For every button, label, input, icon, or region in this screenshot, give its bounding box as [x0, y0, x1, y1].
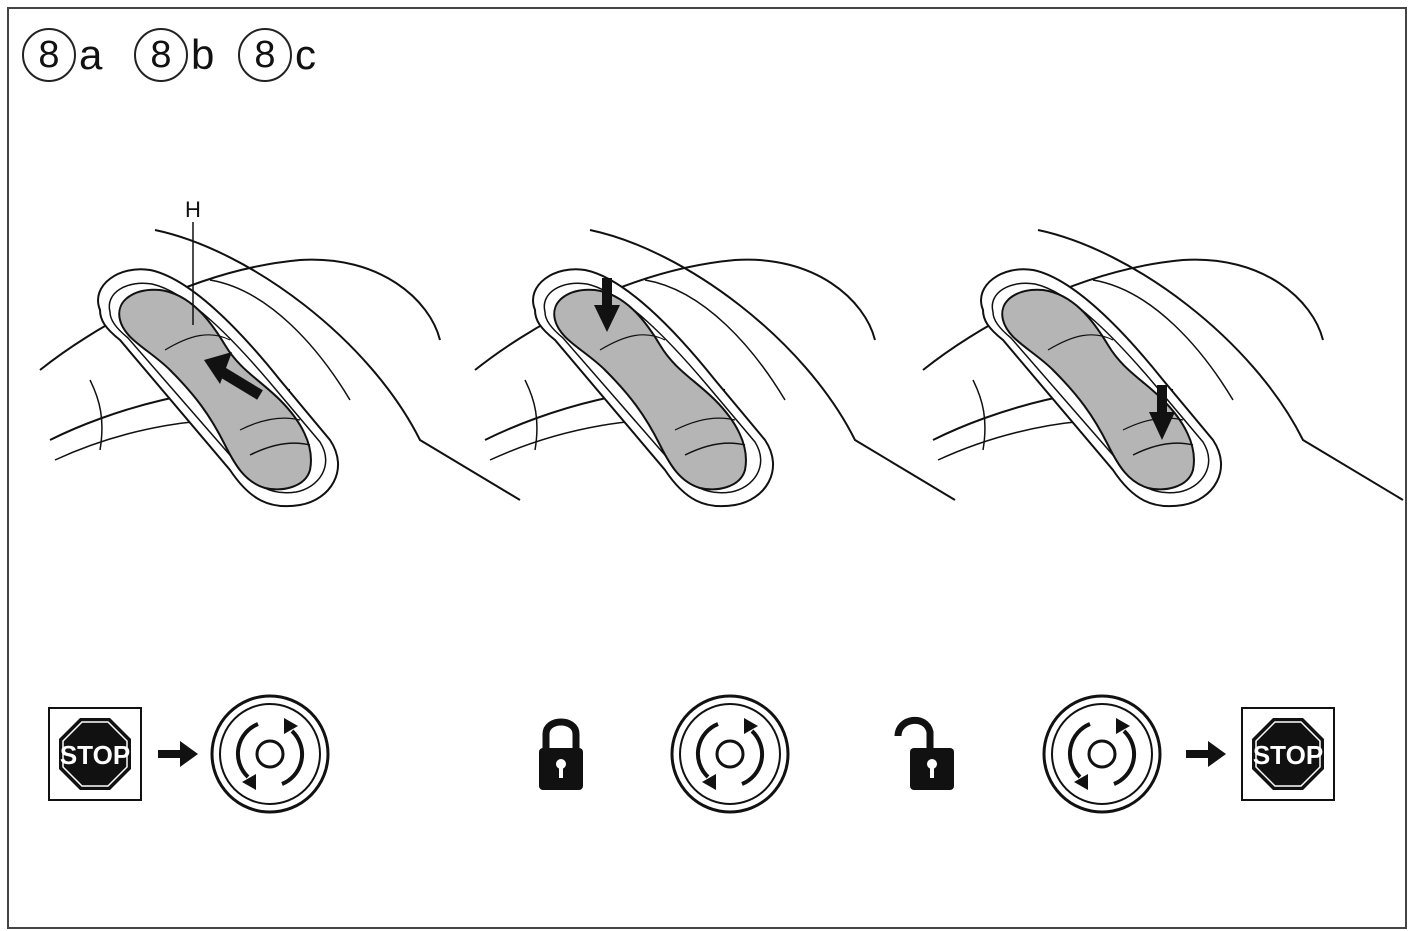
step-number-circle: 8	[134, 28, 188, 82]
lever-illustration-8b	[474, 229, 956, 508]
arrow-right-icon	[158, 741, 198, 767]
step-label-8a: 8 a	[22, 26, 102, 84]
push-arrow-icon	[204, 352, 263, 400]
step-letter: a	[79, 31, 103, 78]
step-letter: c	[295, 31, 316, 78]
callout-h: H	[185, 197, 201, 325]
stop-sign-icon: STOP	[1241, 707, 1335, 801]
callout-label: H	[185, 197, 201, 222]
down-arrow-icon	[594, 278, 620, 332]
lever-illustration-8a	[39, 229, 521, 508]
step-label-8c: 8 c	[238, 26, 316, 84]
step-number-circle: 8	[238, 28, 292, 82]
lever-illustration-8c	[922, 229, 1404, 508]
down-arrow-icon	[1149, 385, 1175, 440]
arrow-right-icon	[1186, 741, 1226, 767]
diagram-frame	[7, 7, 1407, 929]
step-number-circle: 8	[22, 28, 76, 82]
padlock-unlocked-icon	[898, 720, 954, 790]
rotation-icon	[670, 694, 790, 814]
stop-sign-text: STOP	[1253, 740, 1323, 770]
padlock-locked-icon	[539, 722, 583, 790]
rotation-icon	[1042, 694, 1162, 814]
rotation-icon	[210, 694, 330, 814]
stop-sign-text: STOP	[60, 740, 130, 770]
stop-sign-icon: STOP	[48, 707, 142, 801]
step-label-8b: 8 b	[134, 26, 214, 84]
step-letter: b	[191, 31, 215, 78]
